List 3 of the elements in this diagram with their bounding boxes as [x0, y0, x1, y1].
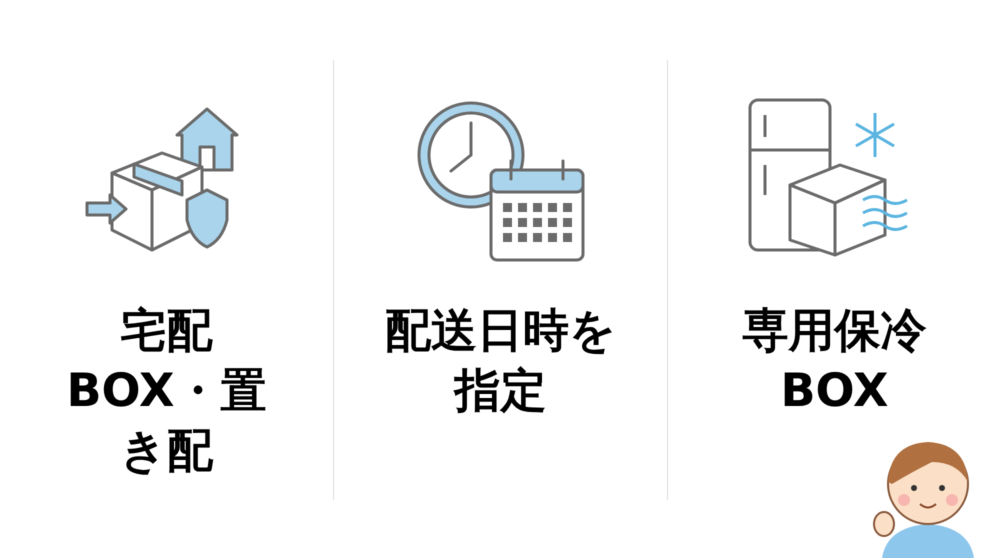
feature-title: 配送日時を指定: [384, 302, 617, 419]
feature-title: 宅配BOX・置き配: [65, 302, 268, 479]
feature-title: 専用保冷BOX: [741, 302, 928, 419]
